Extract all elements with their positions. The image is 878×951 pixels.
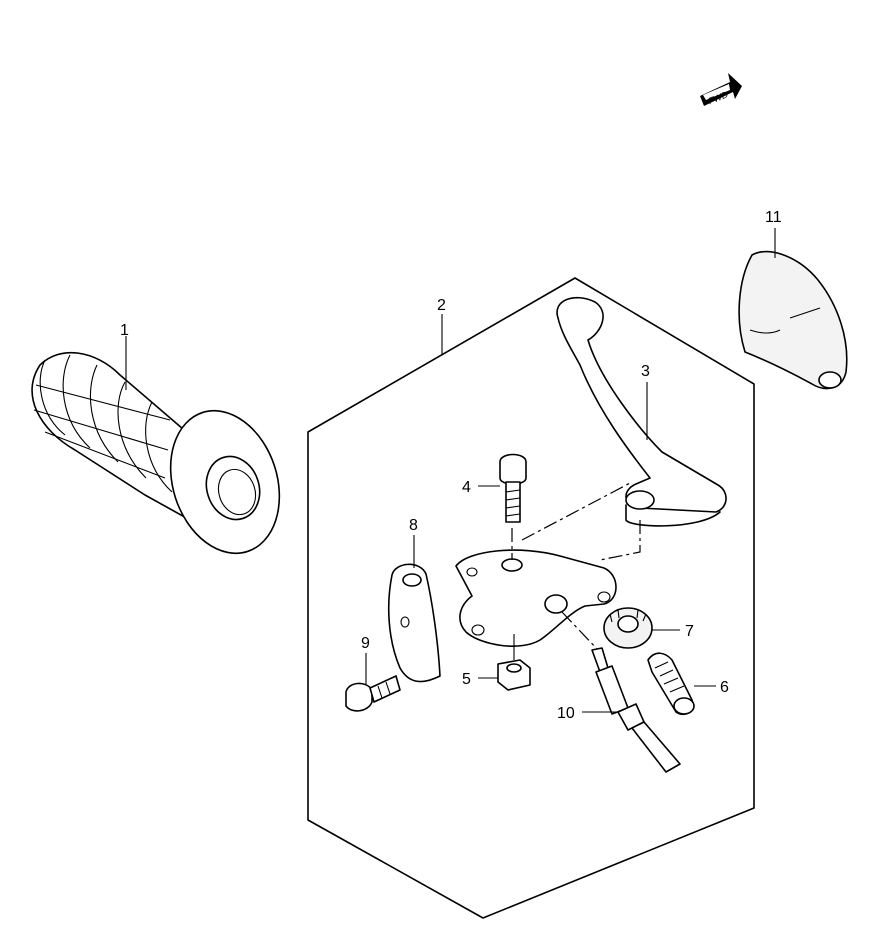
cable-adjuster-part <box>647 652 716 716</box>
assembly-guides <box>511 481 641 651</box>
callout-11: 11 <box>765 209 782 226</box>
fwd-arrow-icon: FWD <box>700 73 742 106</box>
lever-holder-part <box>455 549 617 660</box>
callout-1: 1 <box>120 322 129 339</box>
adjuster-locknut-part <box>603 607 680 649</box>
callout-6: 6 <box>720 679 729 696</box>
callout-4: 4 <box>462 479 471 496</box>
callout-5: 5 <box>462 671 471 688</box>
callout-labels: 1 2 3 4 5 6 7 8 9 10 11 <box>120 209 782 722</box>
callout-10: 10 <box>557 705 575 722</box>
perch-clamp-part <box>387 535 441 683</box>
lever-cover-part <box>738 228 848 390</box>
assembly-outline <box>307 277 755 919</box>
clutch-cable-part <box>582 647 681 773</box>
pivot-bolt-part <box>478 453 527 523</box>
clamp-bolt-part <box>345 653 401 712</box>
nut-part <box>478 659 531 691</box>
grip-part <box>31 336 281 555</box>
callout-3: 3 <box>641 363 650 380</box>
callout-8: 8 <box>409 517 418 534</box>
clutch-lever-part <box>556 296 727 527</box>
callout-2: 2 <box>437 297 446 314</box>
callout-9: 9 <box>361 635 370 652</box>
callout-7: 7 <box>685 623 694 640</box>
